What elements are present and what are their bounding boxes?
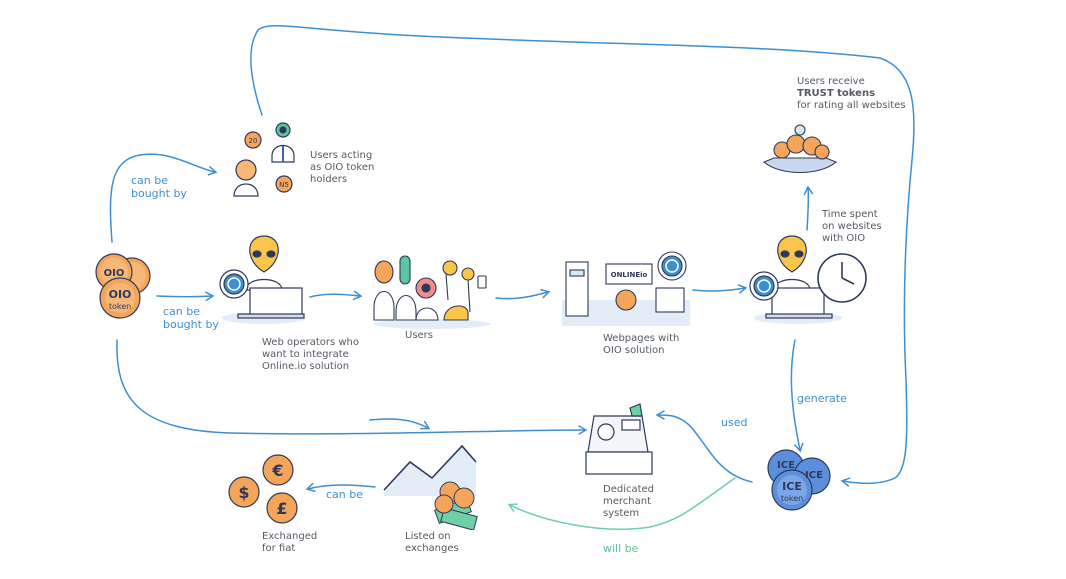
arrow-exchanges-to-fiat	[305, 482, 376, 493]
arrow-coins-to-operators	[156, 291, 215, 302]
euro-symbol: €	[271, 461, 283, 480]
ice-coin-text-2: ICE	[805, 470, 823, 481]
edge-label-can-be: can be	[326, 488, 364, 501]
fiat-label: Exchanged for fiat	[262, 531, 318, 554]
webpages-label: Webpages with OIO solution	[603, 333, 680, 356]
web-operators-label: Web operators who want to integrate Onli…	[262, 337, 360, 372]
token-holders-icon: 20 N5	[233, 122, 295, 197]
edge-label-bought-by-2: can be bought by	[163, 305, 219, 331]
webpage-screen-text: ONLINEio	[611, 271, 648, 279]
ice-coin-text-3: ICE	[782, 480, 802, 493]
edge-label-will-be: will be	[603, 542, 639, 555]
dollar-symbol: $	[238, 483, 249, 502]
arrow-timespent-to-trust	[803, 185, 814, 231]
users-label: Users	[405, 330, 434, 341]
arrow-holders-loop-to-ice	[250, 25, 915, 487]
edge-label-generate: generate	[797, 392, 847, 405]
fiat-coins-icon: € $ £	[228, 454, 298, 524]
ufo-trust-tokens-icon	[762, 124, 838, 174]
edge-label-bought-by-1: can be bought by	[131, 174, 187, 200]
webpage-scene-icon: ONLINEio	[562, 251, 690, 326]
ice-coin-stack-icon: ICE ICE ICE token	[767, 449, 831, 511]
arrow-coins-to-holders	[109, 153, 218, 243]
arrow-coins-to-merchant	[116, 339, 588, 435]
edge-label-used: used	[721, 416, 748, 429]
alien-group-icon	[373, 255, 490, 329]
cash-register-icon	[585, 403, 653, 475]
oio-coin-text-2: OIO	[109, 288, 132, 301]
arrow-timespent-to-ice	[790, 339, 804, 453]
exchange-chart-icon	[383, 444, 478, 530]
arrow-webpages-to-timespent	[692, 284, 748, 294]
trust-label-bold: TRUST tokens	[797, 88, 876, 99]
merchant-label: Dedicated merchant system	[603, 484, 655, 519]
holders-badge-n5: N5	[279, 181, 289, 189]
trust-label-post: for rating all websites	[797, 100, 906, 111]
alien-clock-icon	[749, 235, 867, 324]
arrow-ice-to-exchanges	[507, 477, 736, 530]
arrow-ice-to-merchant	[655, 410, 753, 483]
oio-coin-stack-icon: OIO OIO token	[95, 253, 151, 319]
alien-laptop-icon	[219, 235, 306, 324]
exchanges-label: Listed on exchanges	[405, 531, 459, 554]
holders-badge-20: 20	[249, 137, 258, 145]
trust-label-pre: Users receive	[797, 76, 865, 87]
oio-coin-text-3: token	[109, 302, 131, 311]
arrow-operators-to-users	[309, 290, 363, 301]
holders-label: Users acting as OIO token holders	[310, 150, 375, 185]
pound-symbol: £	[276, 499, 287, 518]
ice-coin-text-1: ICE	[777, 460, 795, 471]
oio-coin-text-1: OIO	[104, 268, 125, 279]
trust-label: Users receive TRUST tokens for rating al…	[797, 76, 907, 112]
arrow-users-to-webpages	[495, 289, 551, 300]
time-spent-label: Time spent on websites with OIO	[822, 209, 882, 244]
arrow-bottom-to-exchanges	[369, 418, 431, 430]
ice-coin-text-4: token	[781, 494, 803, 503]
